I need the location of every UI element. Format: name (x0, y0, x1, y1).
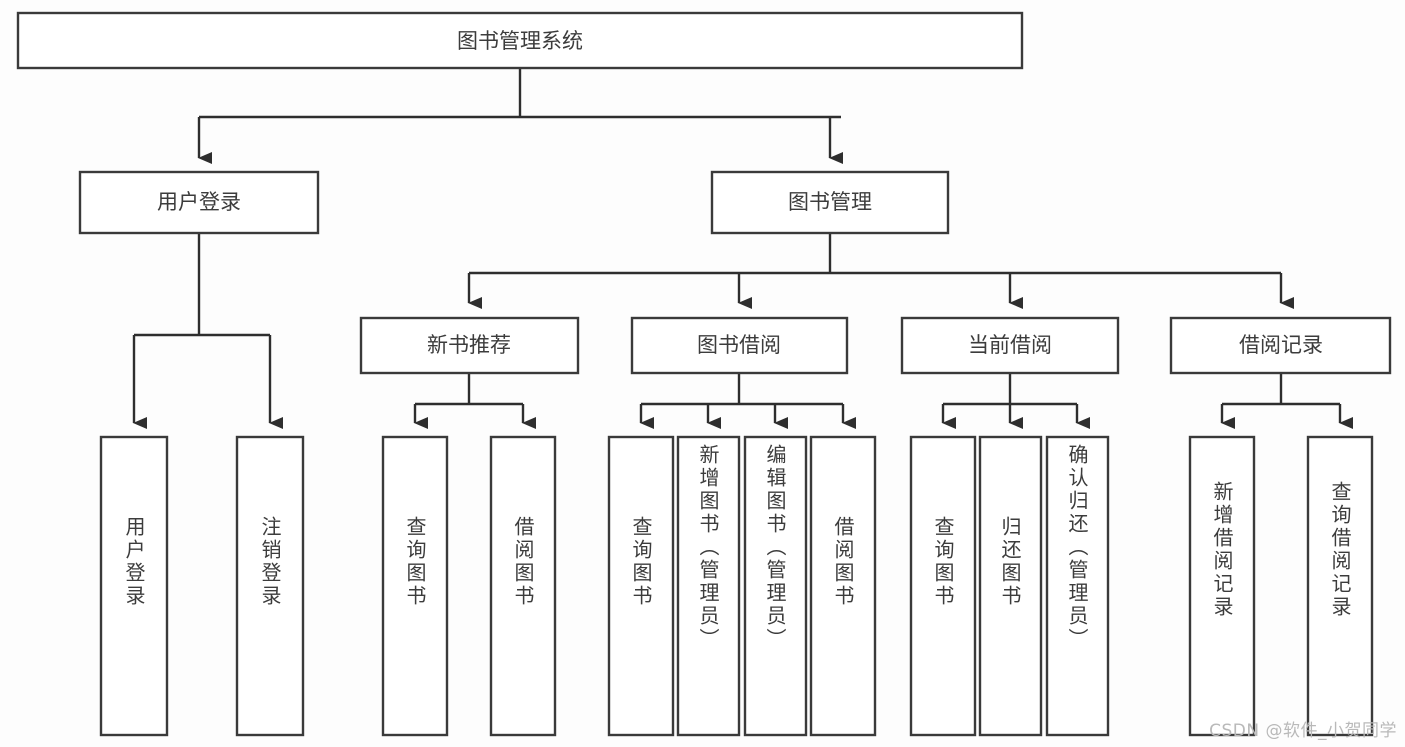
node-book-manage[interactable]: 图书管理 (710, 170, 950, 235)
node-leaf-query-book-3-box[interactable] (909, 435, 977, 737)
node-leaf-logout-box[interactable] (235, 435, 305, 737)
node-leaf-query-record-box[interactable] (1306, 435, 1374, 737)
node-new-book-recommend-box[interactable] (359, 316, 580, 375)
node-leaf-add-record-box[interactable] (1188, 435, 1256, 737)
connector-group-borrow-record (1220, 373, 1353, 429)
connector-group-book-manage (467, 233, 1294, 309)
node-user-login[interactable]: 用户登录 (78, 170, 320, 235)
node-root[interactable]: 图书管理系统 (16, 11, 1024, 70)
connector-group-root (197, 68, 843, 164)
node-current-borrow-box[interactable] (900, 316, 1120, 375)
node-book-manage-box[interactable] (710, 170, 950, 235)
connector-group-new-book-recommend (413, 373, 536, 429)
node-user-login-box[interactable] (78, 170, 320, 235)
node-user-login-label: 用户登录 (157, 190, 241, 214)
node-leaf-add-book-box[interactable] (676, 435, 741, 737)
node-leaf-return-book-box[interactable] (978, 435, 1043, 737)
node-current-borrow-label: 当前借阅 (968, 333, 1052, 357)
node-book-borrow-box[interactable] (630, 316, 849, 375)
connector-group-user-login (132, 233, 283, 429)
node-book-borrow[interactable]: 图书借阅 (630, 316, 849, 375)
node-leaf-user-login-box[interactable] (99, 435, 169, 737)
node-root-label: 图书管理系统 (457, 29, 583, 53)
node-borrow-record-box[interactable] (1169, 316, 1392, 375)
node-leaf-edit-book-box[interactable] (743, 435, 808, 737)
node-leaf-borrow-book-2-box[interactable] (809, 435, 877, 737)
node-new-book-recommend[interactable]: 新书推荐 (359, 316, 580, 375)
node-borrow-record-label: 借阅记录 (1239, 333, 1323, 357)
connector-group-book-borrow (639, 373, 856, 429)
node-leaf-query-book-2-box[interactable] (607, 435, 675, 737)
node-root-box[interactable] (16, 11, 1024, 70)
node-leaf-confirm-return-box[interactable] (1045, 435, 1110, 737)
watermark-text: CSDN @软件_小贺同学 (1209, 721, 1397, 741)
node-borrow-record[interactable]: 借阅记录 (1169, 316, 1392, 375)
connector-group-current-borrow (941, 373, 1090, 429)
node-book-borrow-label: 图书借阅 (697, 333, 781, 357)
node-current-borrow[interactable]: 当前借阅 (900, 316, 1120, 375)
node-book-manage-label: 图书管理 (788, 190, 872, 214)
node-leaf-query-book-1-box[interactable] (381, 435, 449, 737)
node-new-book-recommend-label: 新书推荐 (427, 333, 511, 357)
node-leaf-borrow-book-1-box[interactable] (489, 435, 557, 737)
